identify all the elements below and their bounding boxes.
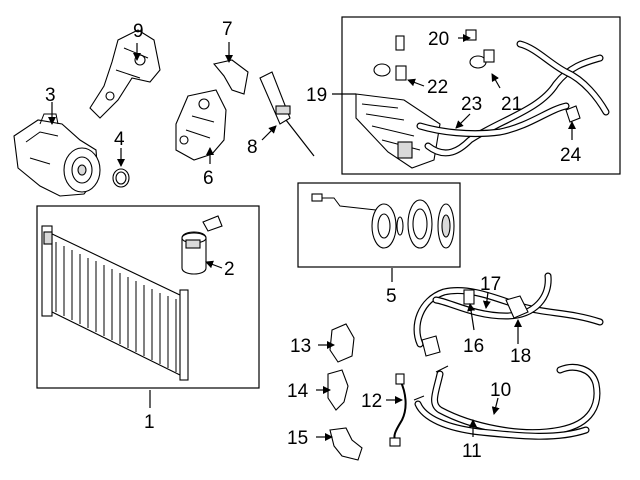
callout-15: 15 [287, 428, 308, 449]
suction-hose-assembly [413, 363, 601, 440]
o-ring [112, 168, 130, 188]
leader-lines [48, 34, 576, 441]
callout-16: 16 [463, 336, 484, 357]
callout-20: 20 [428, 29, 449, 50]
compressor [13, 113, 101, 197]
callout-17: 17 [480, 274, 501, 295]
callout-24: 24 [560, 145, 582, 166]
evaporator-assembly-box [341, 16, 621, 175]
callout-19: 19 [306, 85, 327, 106]
callout-14: 14 [287, 381, 309, 402]
callout-12: 12 [361, 391, 382, 412]
compressor-bracket [89, 29, 161, 119]
callout-4: 4 [114, 129, 125, 150]
clip-14 [327, 369, 349, 411]
callout-22: 22 [427, 77, 448, 98]
callout-5: 5 [386, 286, 397, 307]
callout-9: 9 [133, 21, 144, 42]
callout-10: 10 [490, 380, 511, 401]
callouts: 1 2 3 4 5 6 7 8 9 10 11 12 13 14 15 16 1… [45, 19, 582, 462]
callout-23: 23 [461, 94, 482, 115]
callout-7: 7 [222, 19, 233, 40]
clutch-assembly-box [297, 182, 461, 268]
callout-11: 11 [462, 441, 482, 462]
callout-18: 18 [510, 346, 531, 367]
callout-2: 2 [224, 259, 235, 280]
clip-13 [329, 323, 355, 363]
callout-21: 21 [501, 94, 522, 115]
bracket-15 [329, 427, 363, 461]
heat-shield [212, 59, 249, 95]
callout-1: 1 [144, 412, 155, 433]
mounting-rod [259, 71, 315, 157]
pressure-sensor-harness [389, 373, 407, 447]
callout-8: 8 [247, 137, 258, 158]
discharge-hose-assembly [413, 272, 604, 357]
callout-13: 13 [290, 336, 311, 357]
condenser [36, 205, 260, 389]
callout-6: 6 [203, 168, 214, 189]
mount-bracket [175, 89, 227, 161]
callout-3: 3 [45, 85, 56, 106]
receiver-drier [181, 215, 223, 275]
